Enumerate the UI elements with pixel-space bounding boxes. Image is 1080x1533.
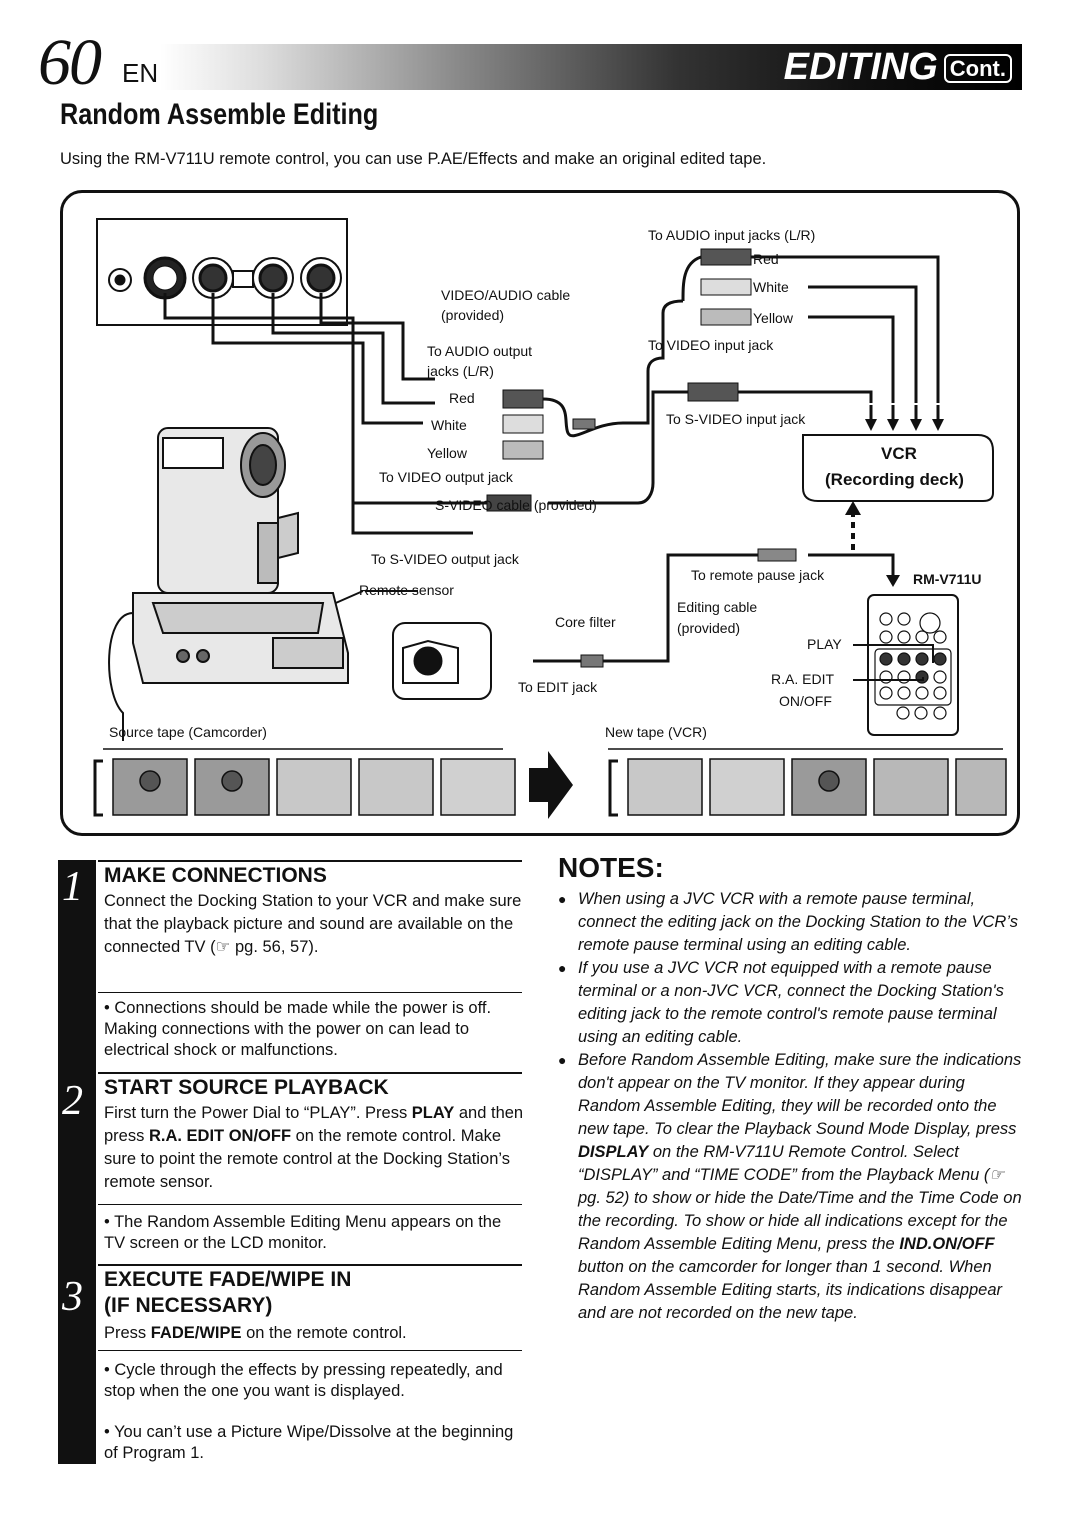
label-play: PLAY — [807, 636, 842, 652]
note-3: Before Random Assemble Editing, make sur… — [558, 1049, 1028, 1325]
label-rm-v711u: RM-V711U — [913, 571, 982, 587]
label-red-right: Red — [753, 251, 779, 267]
step-1-text: Connect the Docking Station to your VCR … — [104, 892, 522, 956]
label-editing-cable-provided: (provided) — [677, 620, 741, 636]
step-2-heading: START SOURCE PLAYBACK — [104, 1076, 389, 1099]
step-3-text-c: on the remote control. — [241, 1324, 407, 1342]
page-number: 60 — [38, 26, 102, 99]
label-editing-cable: Editing cable — [677, 599, 758, 615]
step-2-rule — [98, 1072, 522, 1074]
step-2-text: First turn the Power Dial to “PLAY”. Pre… — [104, 1102, 524, 1194]
label-white-right: White — [753, 279, 789, 295]
step-2-bullet: • The Random Assemble Editing Menu appea… — [104, 1213, 502, 1252]
step-3-heading: EXECUTE FADE/WIPE IN — [104, 1268, 352, 1291]
intro-text: Using the RM-V711U remote control, you c… — [60, 150, 767, 168]
note-3-e: button on the camcorder for longer than … — [578, 1258, 1003, 1322]
step-3-fade-wipe-key: FADE/WIPE — [150, 1324, 242, 1342]
notes-heading: NOTES: — [558, 852, 664, 883]
label-on-off: ON/OFF — [779, 693, 832, 709]
label-ra-edit: R.A. EDIT — [771, 671, 835, 687]
label-svideo-output: To S-VIDEO output jack — [371, 551, 519, 567]
label-svideo-cable: S-VIDEO cable (provided) — [435, 497, 597, 513]
language-tag: EN — [122, 58, 159, 88]
label-yellow-left: Yellow — [427, 445, 467, 461]
label-source-tape: Source tape (Camcorder) — [109, 724, 267, 740]
step-3-bullet-2: • You can’t use a Picture Wipe/Dissolve … — [104, 1423, 514, 1462]
step-1-bullet: • Connections should be made while the p… — [104, 999, 492, 1059]
step-2-divider — [98, 1204, 522, 1205]
notes-list: When using a JVC VCR with a remote pause… — [558, 888, 1028, 1325]
step-1-heading: MAKE CONNECTIONS — [104, 864, 327, 887]
header-gradient-bar — [160, 44, 1022, 90]
label-white-left: White — [431, 417, 467, 433]
step-3-bullet-1: • Cycle through the effects by pressing … — [104, 1361, 503, 1400]
connection-diagram: To AUDIO input jacks (L/R) Red White Yel… — [60, 190, 1020, 836]
section-name: EDITING — [783, 46, 938, 88]
step-2-text-c: and then press — [104, 1104, 524, 1145]
label-edit-jack: To EDIT jack — [518, 679, 598, 695]
step-3-divider — [98, 1350, 522, 1351]
note-3-ind-key: IND.ON/OFF — [899, 1235, 995, 1253]
label-remote-pause: To remote pause jack — [691, 567, 825, 583]
label-audio-output-jacks: jacks (L/R) — [427, 363, 494, 379]
page-title: Random Assemble Editing — [60, 98, 379, 131]
label-recording-deck: (Recording deck) — [825, 470, 964, 489]
step-3-rule — [98, 1264, 522, 1266]
continued-badge: Cont. — [943, 53, 1012, 83]
label-red-left: Red — [449, 390, 475, 406]
label-new-tape: New tape (VCR) — [605, 724, 707, 740]
step-2-text-a: First turn the Power Dial to “PLAY”. Pre… — [104, 1104, 412, 1122]
connection-diagram-drawing — [93, 218, 1007, 819]
step-3-text-a: Press — [104, 1324, 151, 1342]
step-3-text: Press FADE/WIPE on the remote control. — [104, 1322, 524, 1345]
note-1: When using a JVC VCR with a remote pause… — [558, 888, 1028, 957]
step-3-number: 3 — [62, 1274, 83, 1320]
label-audio-input: To AUDIO input jacks (L/R) — [648, 227, 816, 243]
step-2-number: 2 — [62, 1078, 83, 1124]
step-1-rule — [98, 860, 522, 862]
step-3-heading-2: (IF NECESSARY) — [104, 1294, 273, 1317]
label-remote-sensor: Remote sensor — [359, 582, 454, 598]
step-2-play-key: PLAY — [411, 1104, 455, 1122]
step-1-divider — [98, 992, 522, 993]
label-video-input: To VIDEO input jack — [648, 337, 774, 353]
step-2-text-e: on the remote control. Make sure to poin… — [104, 1127, 511, 1191]
note-3-display-key: DISPLAY — [578, 1143, 649, 1161]
note-3-a: Before Random Assemble Editing, make sur… — [578, 1051, 1022, 1138]
label-svideo-input: To S-VIDEO input jack — [666, 411, 806, 427]
note-2: If you use a JVC VCR not equipped with a… — [558, 957, 1028, 1049]
label-av-cable: VIDEO/AUDIO cable — [441, 287, 571, 303]
label-yellow-right: Yellow — [753, 310, 793, 326]
step-2-ra-edit-key: R.A. EDIT ON/OFF — [148, 1127, 292, 1145]
label-audio-output: To AUDIO output — [427, 343, 533, 359]
label-av-cable-provided: (provided) — [441, 307, 505, 323]
steps-sidebar — [58, 860, 96, 1464]
step-1-number: 1 — [62, 864, 83, 910]
note-3-c: on the RM-V711U Remote Control. Select “… — [578, 1143, 1022, 1253]
label-core-filter: Core filter — [555, 614, 616, 630]
label-video-output: To VIDEO output jack — [379, 469, 513, 485]
label-vcr: VCR — [881, 444, 917, 463]
